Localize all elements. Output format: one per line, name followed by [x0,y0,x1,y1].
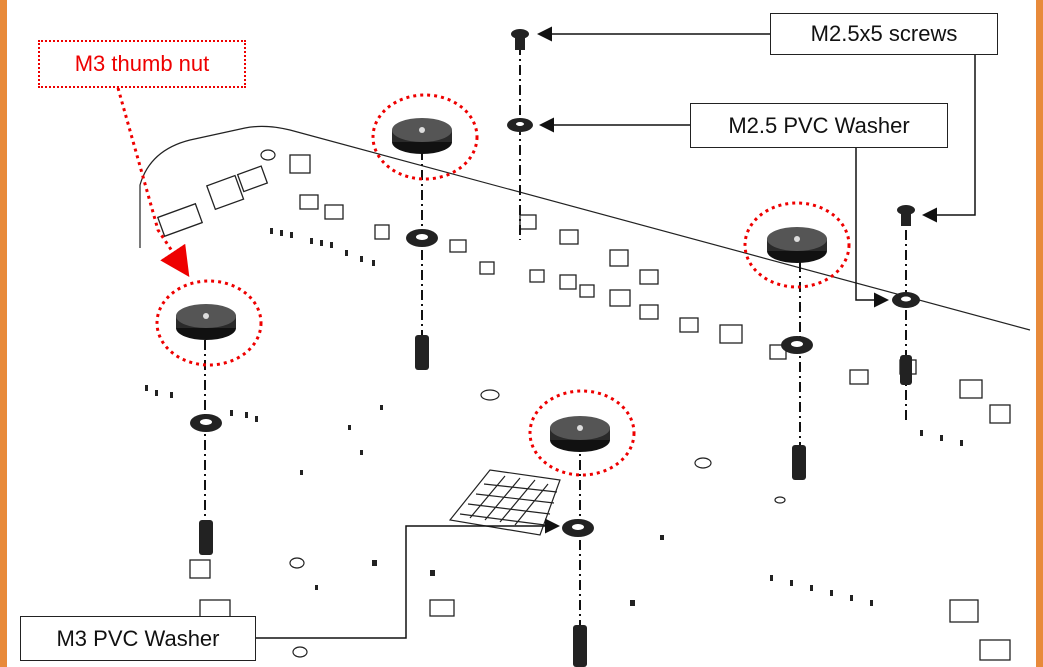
thumb-nut-top [392,118,452,154]
screw-top [511,29,529,50]
washer-mid-right [781,336,813,354]
callout-pvc-washer-m3: M3 PVC Washer [20,616,256,661]
thumb-nut-right [767,227,827,263]
thumb-nut-leader [116,87,190,277]
callout-thumb-nut: M3 thumb nut [38,40,246,88]
standoffs [199,335,912,667]
washer-left [190,414,222,432]
washer-mid-top [406,229,438,247]
pcb-outline [139,125,1031,331]
pcb-components [156,154,1011,661]
thumb-nut-highlights [155,93,851,477]
screw-right [897,205,915,226]
thumb-nut-center [550,416,610,452]
washer-top [507,118,533,132]
leader-lines [255,26,976,639]
screws [511,29,915,226]
pcb-pads [145,228,963,606]
heatsink-block [448,469,561,536]
pvc-washers [190,118,920,537]
callout-pvc-washer-small: M2.5 PVC Washer [690,103,948,148]
callout-screws: M2.5x5 screws [770,13,998,55]
washer-center [562,519,594,537]
thumb-nut-left [176,304,236,340]
washer-right [892,292,920,308]
pcb-holes [260,149,786,658]
